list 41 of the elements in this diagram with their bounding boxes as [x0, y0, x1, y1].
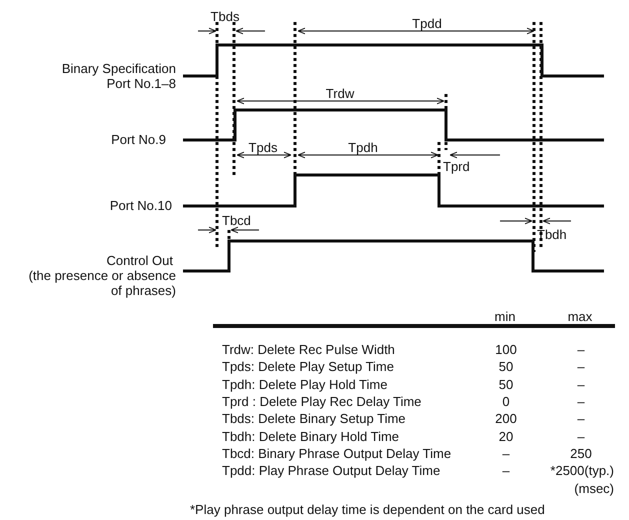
timing-label: Tprd — [443, 159, 470, 174]
column-header: max — [568, 309, 592, 324]
table-cell: 250 — [570, 446, 592, 461]
timing-label: Tbdh — [537, 227, 567, 242]
timing-label: Tbds — [210, 9, 240, 24]
table-cell: – — [577, 428, 585, 444]
table-cell: Tbcd: Binary Phrase Output Delay Time — [222, 446, 452, 461]
table-cell: Trdw: Delete Rec Pulse Width — [222, 342, 395, 357]
table-cell: 20 — [498, 428, 514, 444]
timing-label: Tpds — [248, 140, 278, 155]
table-cell: 100 — [495, 342, 517, 357]
unit-note: (msec) — [574, 481, 614, 496]
footnote: *Play phrase output delay time is dependent on the card used — [190, 502, 545, 517]
timing-label: Tpdh — [348, 140, 378, 155]
signal-name: Binary Specification Port No.1–8 — [60, 61, 176, 91]
table-cell: Tprd : Delete Play Rec Delay Time — [222, 394, 422, 409]
column-header: min — [494, 309, 516, 324]
table-cell: 200 — [495, 411, 517, 426]
timing-label: Trdw — [326, 86, 354, 101]
table-cell: 0 — [502, 394, 510, 409]
timing-label: Tbcd — [222, 213, 251, 228]
table-cell: Tbds: Delete Binary Setup Time — [222, 411, 406, 426]
timing-label: Tpdd — [412, 16, 442, 31]
table-cell: – — [577, 411, 585, 426]
table-cell: Tbdh: Delete Binary Hold Time — [222, 428, 400, 444]
table-cell: – — [502, 446, 510, 461]
table-cell: – — [577, 342, 585, 357]
table-cell: – — [577, 376, 585, 392]
table-cell: – — [577, 359, 585, 374]
signal-note: (the presence or absence of phrases) — [28, 268, 176, 298]
signal-name: Port No.10 — [110, 198, 172, 213]
table-cell: Tpdd: Play Phrase Output Delay Time — [222, 463, 440, 478]
table-cell: 50 — [498, 376, 514, 392]
signal-name: Control Out — [106, 253, 173, 268]
table-cell: Tpds: Delete Play Setup Time — [222, 359, 394, 374]
signal-name: Port No.9 — [111, 132, 166, 147]
table-cell: – — [577, 394, 585, 409]
table-cell: Tpdh: Delete Play Hold Time — [222, 376, 388, 392]
table-cell: – — [502, 463, 510, 478]
table-cell: 50 — [498, 359, 514, 374]
table-cell: *2500(typ.) — [550, 463, 614, 478]
